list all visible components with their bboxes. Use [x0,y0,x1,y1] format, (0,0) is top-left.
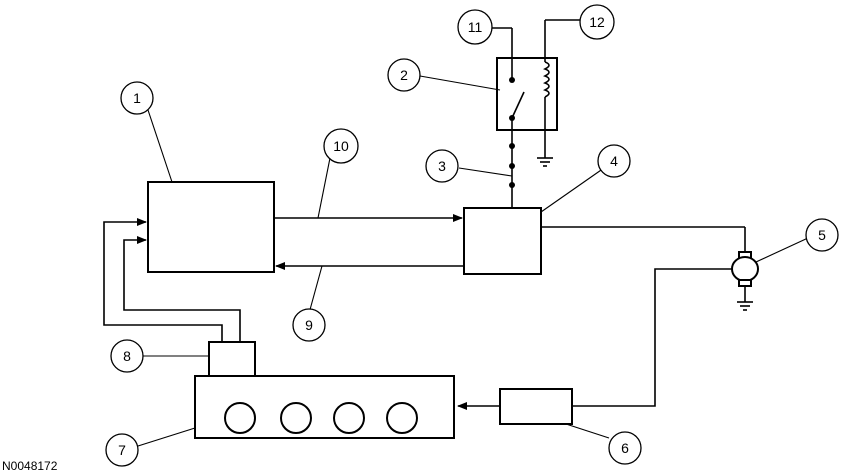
engine-block [194,375,455,439]
callout-8-label: 8 [123,348,131,364]
motor-symbol [731,256,759,282]
callout-1-label: 1 [133,90,141,106]
relay-coil [543,61,550,98]
cylinder [280,402,312,434]
callout-9-label: 9 [305,317,313,333]
motor [541,226,759,407]
cylinder [333,402,365,434]
callout-3: 3 [425,149,459,183]
callout-10: 10 [323,128,359,164]
callout-11: 11 [457,9,493,45]
callout-12-label: 12 [589,14,605,30]
cylinder [224,402,256,434]
callout-2: 2 [387,58,421,92]
cylinder [386,402,418,434]
callout-2-label: 2 [400,67,408,83]
callout-11-label: 11 [468,19,483,35]
callout-3-label: 3 [438,158,446,174]
callout-6-label: 6 [621,440,629,456]
sensor-feedback-wire-inner [123,236,241,342]
callout-10-label: 10 [333,138,349,154]
callout-8: 8 [110,339,144,373]
callout-9: 9 [292,308,326,342]
sensor-feedback-wire-outer [103,218,223,342]
relay-switch-contact [511,91,525,119]
callout-4-label: 4 [610,153,618,169]
connector-splice-points [509,143,515,188]
callout-7: 7 [105,433,139,467]
motor-ground-symbol [737,301,753,311]
module-1-box [147,181,275,273]
callout-4: 4 [597,144,631,178]
callout-5: 5 [805,218,839,252]
callout-6: 6 [608,431,642,465]
module-4-box [463,207,542,275]
callout-7-label: 7 [118,442,126,458]
component-6-box [499,388,573,425]
callout-12: 12 [579,4,615,40]
relay [492,19,580,208]
callout-1: 1 [120,81,154,115]
leader-lines [137,75,809,447]
sensor-8-box [208,341,256,377]
figure-code: N0048172 [2,459,58,473]
callout-5-label: 5 [818,227,826,243]
relay-ground-symbol [537,157,553,167]
